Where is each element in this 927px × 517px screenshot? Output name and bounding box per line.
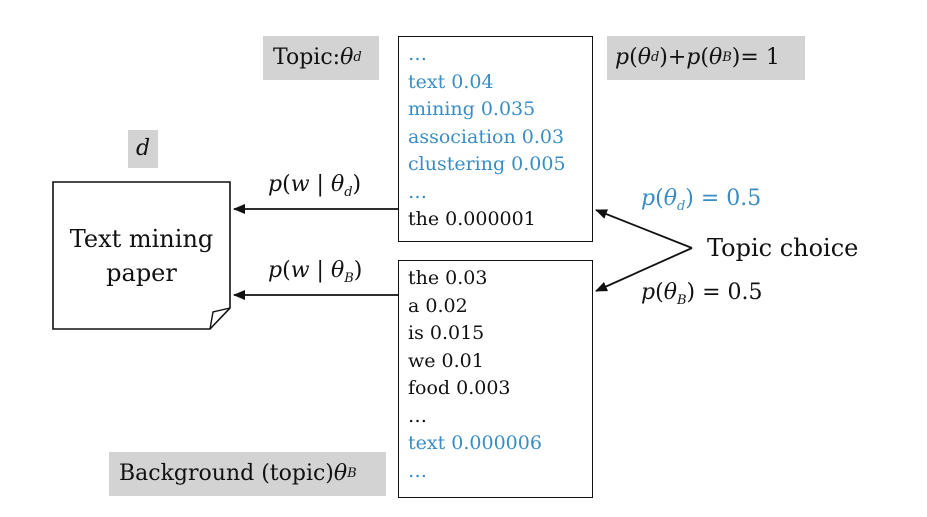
word-entry: we 0.01 [408,349,484,372]
word-entry: the 0.000001 [408,208,536,230]
word-entry: … [408,180,427,203]
word-entry: food 0.003 [408,377,511,399]
background-label-symbol: θ [333,461,348,486]
choice-prob-background: p(θB) = 0.5 [641,280,763,308]
document-variable-label: d [128,130,158,168]
arrow-label-background: p(w | θB) [268,258,363,286]
word-entry: clustering 0.005 [408,153,566,175]
arrow-choice-to-topic [595,209,693,249]
word-entry: the 0.03 [408,267,488,289]
word-entry: association 0.03 [408,125,565,148]
word-entry: … [408,459,427,482]
topic-word-distribution: … text 0.04 mining 0.035 association 0.03 cl… [398,36,593,242]
word-entry: text 0.000006 [408,432,542,454]
topic-label-symbol: θ [340,45,354,70]
choice-prob-topic: p(θd) = 0.5 [641,186,762,214]
word-entry: … [408,404,427,427]
background-word-distribution: the 0.03 a 0.02 is 0.015 we 0.01 food 0.003 …… [398,260,593,498]
background-label-prefix: Background (topic) [119,461,334,486]
word-entry: a 0.02 [408,294,468,317]
document-fold [209,307,231,330]
document-title: Text mining paper [69,225,214,287]
document-shape [52,181,231,330]
word-entry: … [408,43,427,65]
word-entry: is 0.015 [408,322,485,344]
arrow-choice-to-background [595,247,693,292]
word-entry: mining 0.035 [408,98,536,120]
word-entry: text 0.04 [408,70,494,93]
topic-label-prefix: Topic: [273,45,341,70]
arrow-label-topic: p(w | θd) [268,172,362,200]
topic-choice-label: Topic choice [707,234,859,262]
